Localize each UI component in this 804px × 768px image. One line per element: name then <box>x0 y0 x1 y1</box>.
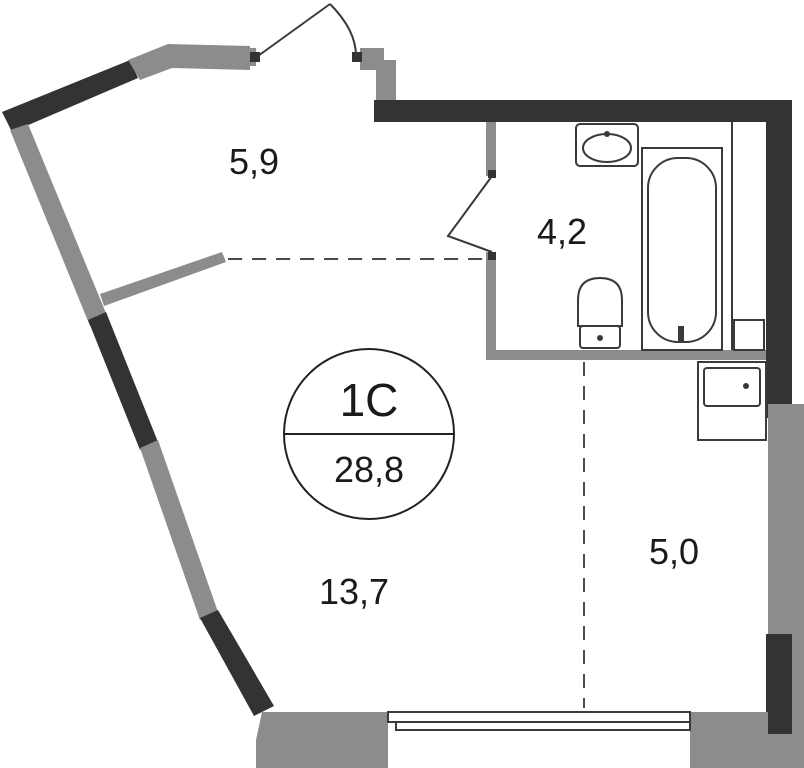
apartment-badge: 1С 28,8 <box>283 348 455 520</box>
wall-bath-door-post-top <box>488 170 496 178</box>
sink-faucet-icon <box>604 131 610 137</box>
bathtub-basin <box>647 157 717 343</box>
wall-bath-left-upper <box>486 122 496 176</box>
bath-cabinet <box>733 319 765 351</box>
walls <box>2 44 804 768</box>
wall-bath-left-lower <box>486 252 496 360</box>
room-area-balcony: 5,9 <box>229 141 279 182</box>
kitchen-faucet-icon <box>743 383 749 389</box>
wall-door-post-left <box>250 52 260 62</box>
wall-balcony-partition <box>100 252 226 306</box>
doors <box>257 3 493 253</box>
wall-balcony-top-gray <box>128 44 250 80</box>
window-bottom-sill <box>395 721 691 731</box>
room-area-living: 13,7 <box>319 571 389 612</box>
kitchen-fixtures <box>697 361 767 441</box>
room-area-bathroom: 4,2 <box>537 211 587 252</box>
wall-left-dark-2 <box>200 610 274 716</box>
bathtub-drain-icon <box>678 326 684 342</box>
room-area-kitchen: 5,0 <box>649 531 699 572</box>
wall-left-gray <box>140 440 218 620</box>
wall-bath-door-post-bottom <box>488 252 496 260</box>
wall-bottom-right <box>690 712 804 768</box>
wall-bottom-left <box>256 712 388 768</box>
wall-right-upper <box>766 100 792 418</box>
window-bottom <box>387 711 691 723</box>
toilet-bowl <box>577 276 623 327</box>
kitchen-sink-bowl <box>703 367 761 407</box>
wall-right-lower <box>766 634 792 734</box>
sink-bowl <box>582 133 632 163</box>
bathroom-fixtures <box>575 122 765 351</box>
wall-right-gray <box>768 404 804 634</box>
entrance-door-swing <box>329 3 357 57</box>
apartment-total-area: 28,8 <box>334 449 404 490</box>
wall-top <box>374 100 792 122</box>
wall-left-balcony <box>10 124 108 326</box>
bathroom-door-leaf <box>446 175 493 253</box>
entrance-door-leaf <box>257 3 331 57</box>
wall-door-post-right <box>352 52 362 62</box>
wall-balcony-top-dark <box>2 60 138 132</box>
wall-door-right <box>360 48 396 100</box>
apartment-type: 1С <box>340 374 399 426</box>
toilet-flush-icon <box>597 335 603 341</box>
wall-bath-bottom <box>486 350 766 360</box>
wall-left-dark-1 <box>88 312 158 450</box>
